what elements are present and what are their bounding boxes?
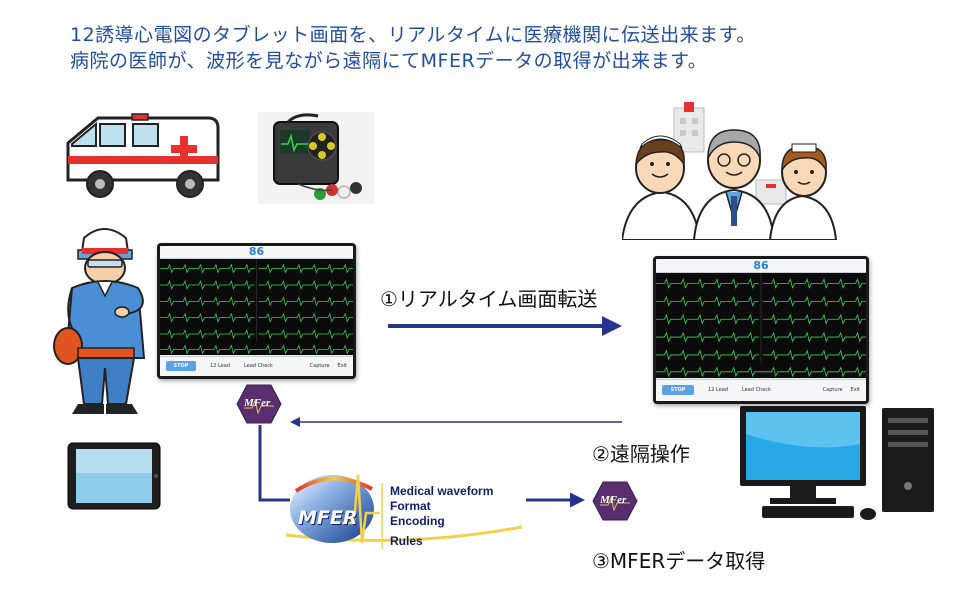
lead-check-button[interactable]: Lead Check <box>243 363 273 370</box>
mfer-badge-icon <box>236 384 282 424</box>
tablet-icon <box>67 442 161 510</box>
headline-line-2: 病院の医師が、波形を見ながら遠隔にてMFERデータの取得が出来ます。 <box>70 50 708 72</box>
mfer-logo-graphic <box>285 474 523 549</box>
heart-rate-value: 86 <box>248 245 265 259</box>
tablet-screen-local: 86 STOP 12 Lead Lead Check Capture Exit <box>157 243 356 379</box>
headline-line-1: 12誘導心電図のタブレット画面を、リアルタイムに医療機関に伝送出来ます。 <box>70 24 756 46</box>
step-mfer-acquisition: ③MFERデータ取得 <box>592 549 766 573</box>
mfer-rule-line-4: Rules <box>390 534 423 548</box>
exit-button-remote[interactable]: Exit <box>850 387 860 394</box>
tablet-screen-remote: 86 STOP 12 Lead Lead Check Capture Exit <box>653 256 869 404</box>
lead-check-button-remote[interactable]: Lead Check <box>741 387 771 394</box>
screen-header-remote: 86 <box>656 259 866 273</box>
lead-label[interactable]: 12 Lead <box>210 363 230 370</box>
step-remote-operation: ②遠隔操作 <box>592 442 690 466</box>
mfer-badge-icon-2 <box>592 481 638 521</box>
mfer-connector-line <box>258 425 290 502</box>
mfer-badge-label: MFer <box>244 397 271 409</box>
ecg-waveform-area-remote <box>656 273 866 379</box>
mfer-rule-line-1: Medical waveform <box>390 484 494 498</box>
headline: 12誘導心電図のタブレット画面を、リアルタイムに医療機関に伝送出来ます。 病院の… <box>70 22 756 74</box>
capture-button[interactable]: Capture <box>309 363 330 370</box>
screen-toolbar-remote: STOP 12 Lead Lead Check Capture Exit <box>656 378 866 401</box>
stop-button-remote[interactable]: STOP <box>662 385 694 396</box>
mfer-rule-line-2: Format <box>390 499 431 513</box>
ecg-waveform-area <box>160 259 353 356</box>
stop-button[interactable]: STOP <box>166 361 196 372</box>
exit-button[interactable]: Exit <box>337 363 347 370</box>
step-realtime-transfer: ①リアルタイム画面転送 <box>380 287 598 311</box>
mfer-rule-line-3: Encoding <box>390 514 445 528</box>
mfer-badge-label-2: MFer <box>600 494 627 506</box>
medical-staff-icon <box>622 102 838 240</box>
screen-header: 86 <box>160 246 353 259</box>
capture-button-remote[interactable]: Capture <box>822 387 843 394</box>
paramedic-icon <box>53 228 146 414</box>
heart-rate-value-remote: 86 <box>753 258 769 272</box>
lead-label-remote[interactable]: 12 Lead <box>708 387 728 394</box>
ecg-device-icon <box>258 112 374 204</box>
ambulance-icon <box>66 113 220 198</box>
screen-toolbar: STOP 12 Lead Lead Check Capture Exit <box>160 355 353 376</box>
desktop-pc-icon <box>740 406 934 520</box>
mfer-logo-name: MFER <box>298 507 358 529</box>
